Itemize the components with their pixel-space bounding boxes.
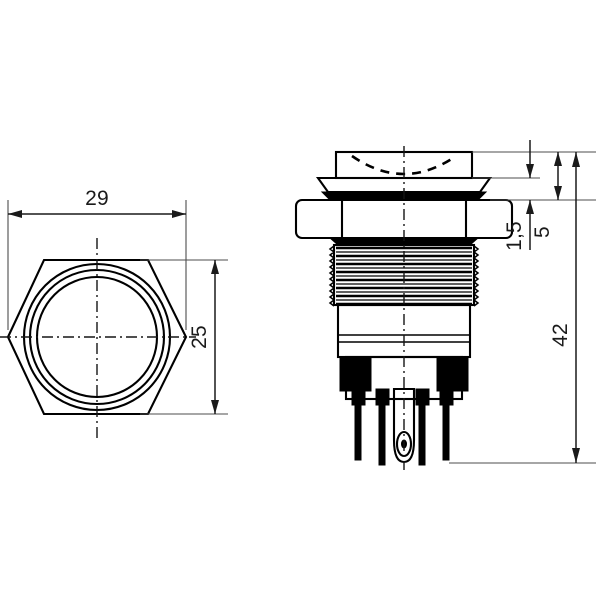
dim-label-5: 5 xyxy=(531,226,554,238)
hexagon-nut-outline xyxy=(6,258,188,416)
thread-crest-right xyxy=(472,245,480,307)
terminal-lug-left-outer xyxy=(339,356,357,392)
dim-arrow-5-top xyxy=(554,152,562,166)
dim-arrow-25-top xyxy=(211,260,219,274)
solder-pin-4 xyxy=(442,399,450,461)
terminal-lug-right-inner-window xyxy=(439,359,449,389)
solder-pin-3 xyxy=(418,399,426,466)
terminal-lug-left-inner xyxy=(356,356,372,392)
solder-pin-2 xyxy=(378,399,386,466)
dim-label-25: 25 xyxy=(188,325,211,349)
terminal-lug-right-outer-window xyxy=(454,359,466,389)
thread-crest-left xyxy=(328,245,336,307)
side-view: 1,5 5 42 xyxy=(294,140,596,470)
dim-arrow-42-top xyxy=(572,152,580,167)
terminal-lug-right-outer xyxy=(451,356,469,392)
dim-arrow-29-left xyxy=(8,210,22,218)
terminal-lug-left-outer-window xyxy=(342,359,354,389)
front-view: 29 25 xyxy=(0,187,228,438)
dim-label-42: 42 xyxy=(549,323,572,347)
dim-label-29: 29 xyxy=(85,187,109,210)
dim-arrow-29-right xyxy=(172,210,186,218)
terminal-lug-left-inner-window xyxy=(359,359,369,389)
dim-arrow-25-bottom xyxy=(211,400,219,414)
solder-pin-1 xyxy=(354,399,362,461)
dim-arrow-1-5-up xyxy=(526,200,534,214)
dim-arrow-5-bottom xyxy=(554,186,562,200)
dim-arrow-1-5-down xyxy=(526,164,534,178)
dim-arrow-42-bottom xyxy=(572,448,580,463)
dim-label-1-5: 1,5 xyxy=(503,221,526,251)
terminal-lug-right-inner xyxy=(436,356,452,392)
